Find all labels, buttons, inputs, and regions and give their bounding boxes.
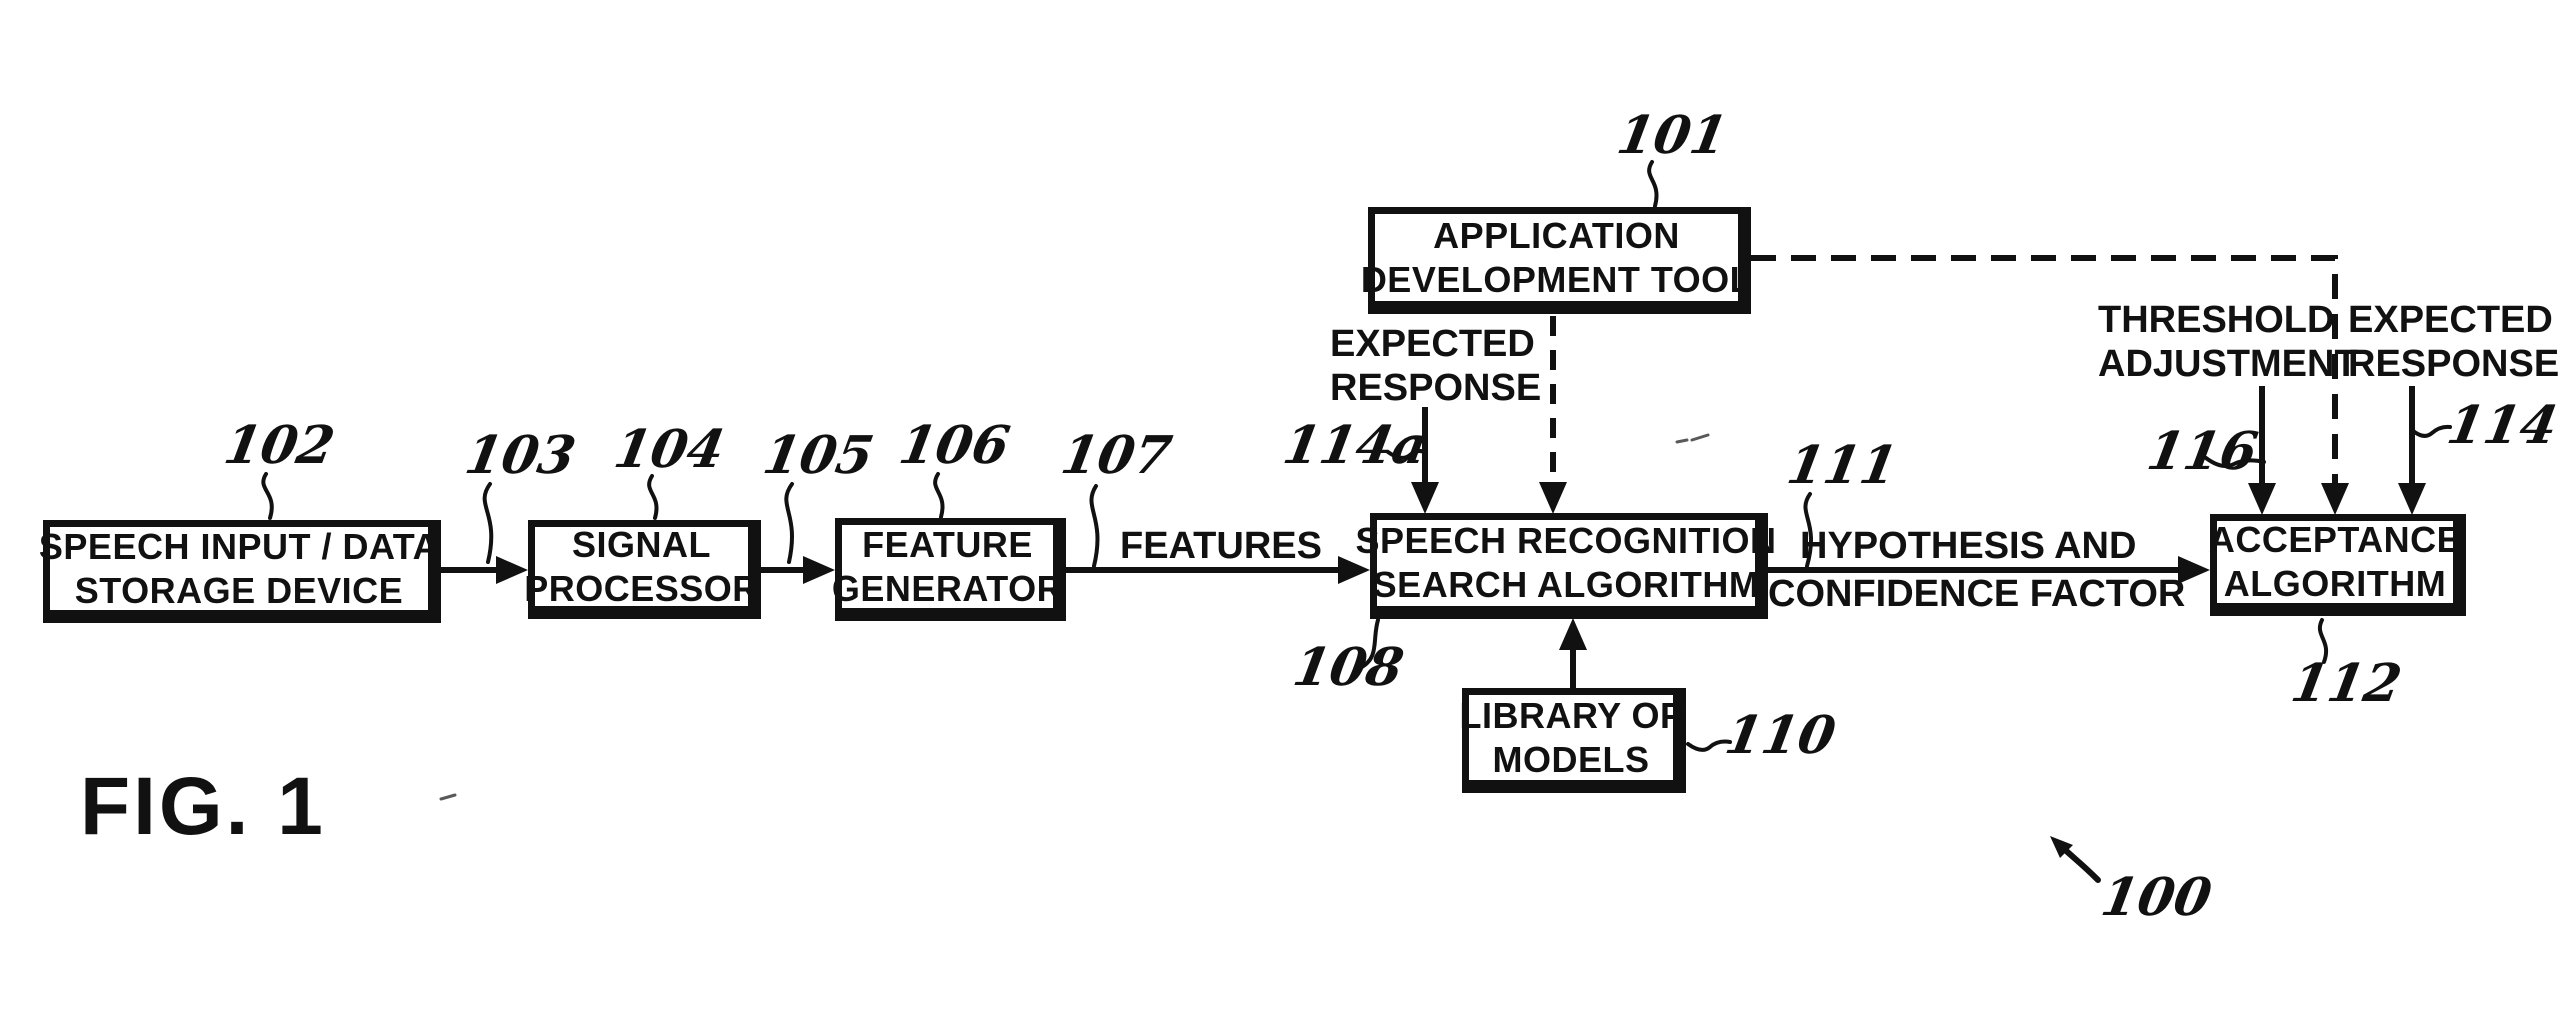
expected-response-left-line1: EXPECTED: [1330, 322, 1520, 366]
ref-116: 116: [2143, 426, 2261, 478]
expected-response-left-label: EXPECTED RESPONSE: [1330, 322, 1520, 410]
features-signal-label: FEATURES: [1120, 524, 1320, 568]
library-of-models-box: LIBRARY OF MODELS: [1462, 688, 1686, 793]
ref-111: 111: [1783, 440, 1901, 492]
leader-105: [786, 484, 792, 562]
dashed-tool-to-acceptance-head: [2321, 483, 2349, 515]
ref-104: 104: [610, 424, 728, 476]
threshold-adjustment-arrow-head: [2248, 483, 2276, 515]
feature-generator-box: FEATURE GENERATOR: [835, 518, 1066, 621]
feature-generator-label-line1: FEATURE: [862, 523, 1033, 567]
speech-input-box: SPEECH INPUT / DATA STORAGE DEVICE: [43, 520, 441, 623]
ref-101: 101: [1613, 110, 1731, 162]
ref-106: 106: [895, 420, 1013, 472]
ref-105: 105: [759, 430, 877, 482]
leader-104: [649, 476, 656, 518]
ref-110: 110: [1721, 710, 1839, 762]
leader-106: [935, 474, 942, 517]
expected-response-left-arrow-head: [1411, 482, 1439, 514]
stray-mark-left: [441, 795, 455, 799]
hypothesis-signal-label-line1: HYPOTHESIS AND: [1800, 524, 2130, 568]
library-of-models-label-line2: MODELS: [1492, 738, 1649, 782]
acceptance-algorithm-label-line1: ACCEPTANCE: [2209, 518, 2461, 562]
ref-114a: 114a: [1279, 420, 1430, 472]
arrow-105-head: [803, 556, 835, 584]
signal-processor-label-line1: SIGNAL: [572, 523, 711, 567]
expected-response-right-line1: EXPECTED: [2348, 298, 2538, 342]
leader-103: [485, 484, 492, 562]
acceptance-algorithm-box: ACCEPTANCE ALGORITHM: [2210, 514, 2466, 616]
application-development-tool-label-line2: DEVELOPMENT TOOL: [1361, 258, 1752, 302]
system-ref-arrow-line: [2062, 847, 2098, 880]
hypothesis-signal-label-line2: CONFIDENCE FACTOR: [1768, 572, 2132, 616]
stray-mark-center: [1677, 435, 1708, 442]
figure-caption: FIG. 1: [80, 766, 326, 848]
arrow-103-head: [496, 556, 528, 584]
leader-107: [1091, 486, 1097, 566]
application-development-tool-label-line1: APPLICATION: [1433, 214, 1680, 258]
ref-112: 112: [2287, 658, 2405, 710]
ref-102: 102: [220, 420, 338, 472]
application-development-tool-box: APPLICATION DEVELOPMENT TOOL: [1368, 207, 1751, 314]
signal-processor-box: SIGNAL PROCESSOR: [528, 520, 761, 619]
threshold-adjustment-line2: ADJUSTMENT: [2098, 342, 2326, 386]
expected-response-right-label: EXPECTED RESPONSE: [2348, 298, 2538, 386]
signal-processor-label-line2: PROCESSOR: [524, 567, 759, 611]
expected-response-left-line2: RESPONSE: [1330, 366, 1520, 410]
speech-recognition-search-box: SPEECH RECOGNITION SEARCH ALGORITHM: [1370, 513, 1768, 619]
acceptance-algorithm-label-line2: ALGORITHM: [2224, 562, 2446, 606]
leader-101: [1649, 162, 1656, 206]
expected-response-right-line2: RESPONSE: [2348, 342, 2538, 386]
ref-108: 108: [1289, 642, 1407, 694]
library-models-arrow-head: [1559, 618, 1587, 650]
leader-114: [2412, 427, 2450, 436]
threshold-adjustment-line1: THRESHOLD: [2098, 298, 2326, 342]
threshold-adjustment-label: THRESHOLD ADJUSTMENT: [2098, 298, 2326, 386]
speech-recognition-label-line1: SPEECH RECOGNITION: [1355, 519, 1776, 563]
library-of-models-label-line1: LIBRARY OF: [1460, 694, 1683, 738]
speech-input-label-line1: SPEECH INPUT / DATA: [39, 525, 439, 569]
speech-recognition-label-line2: SEARCH ALGORITHM: [1373, 563, 1760, 607]
ref-103: 103: [461, 430, 579, 482]
ref-107: 107: [1057, 430, 1175, 482]
dashed-tool-to-search-head: [1539, 482, 1567, 514]
ref-100: 100: [2097, 872, 2215, 924]
ref-114: 114: [2443, 400, 2560, 452]
leader-102: [263, 474, 271, 518]
feature-generator-label-line2: GENERATOR: [832, 567, 1063, 611]
speech-input-label-line2: STORAGE DEVICE: [75, 569, 403, 613]
expected-response-right-arrow-head: [2398, 483, 2426, 515]
